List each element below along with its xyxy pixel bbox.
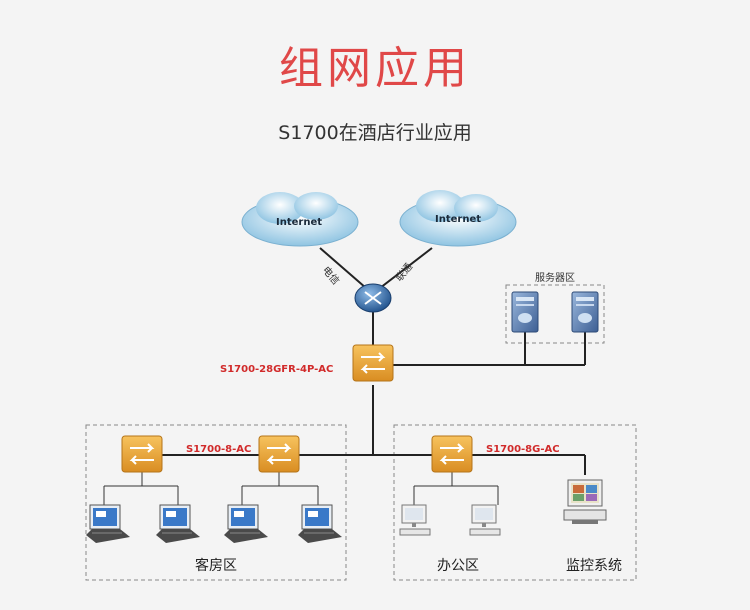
- links: [160, 247, 586, 475]
- page-title: 组网应用: [279, 43, 471, 94]
- core-switch-icon: [352, 344, 394, 382]
- server-zone-box: [505, 284, 605, 344]
- surveillance-monitor-icon: [563, 479, 607, 525]
- guest-switch-icon: [258, 435, 300, 473]
- laptop-icon: [297, 504, 343, 544]
- router-icon: [354, 283, 392, 313]
- server-icon: [571, 291, 599, 333]
- page-subtitle: S1700在酒店行业应用: [278, 122, 472, 144]
- cloud-label: Internet: [435, 214, 481, 225]
- office-zone-box: [393, 424, 637, 581]
- laptop-icon: [85, 504, 131, 544]
- internet-cloud-left: Internet: [241, 192, 359, 247]
- laptop-icon: [155, 504, 201, 544]
- guest-switch-icon: [121, 435, 163, 473]
- pc-icon: [469, 504, 501, 536]
- office-switch-label: S1700-8G-AC: [486, 444, 560, 455]
- pc-icon: [399, 504, 431, 536]
- monitor-zone-label: 监控系统: [566, 558, 622, 574]
- isp-left-label: 电信: [320, 264, 343, 288]
- office-zone-label: 办公区: [437, 558, 479, 574]
- laptop-icon: [223, 504, 269, 544]
- office-switch-icon: [431, 435, 473, 473]
- server-zone-label: 服务器区: [535, 271, 575, 284]
- cloud-label: Internet: [276, 217, 322, 228]
- server-icon: [511, 291, 539, 333]
- core-switch-label: S1700-28GFR-4P-AC: [220, 364, 333, 375]
- guest-switch-label: S1700-8-AC: [186, 444, 251, 455]
- guest-zone-label: 客房区: [195, 557, 237, 574]
- guest-zone-box: [85, 424, 347, 581]
- internet-cloud-right: Internet: [399, 190, 517, 247]
